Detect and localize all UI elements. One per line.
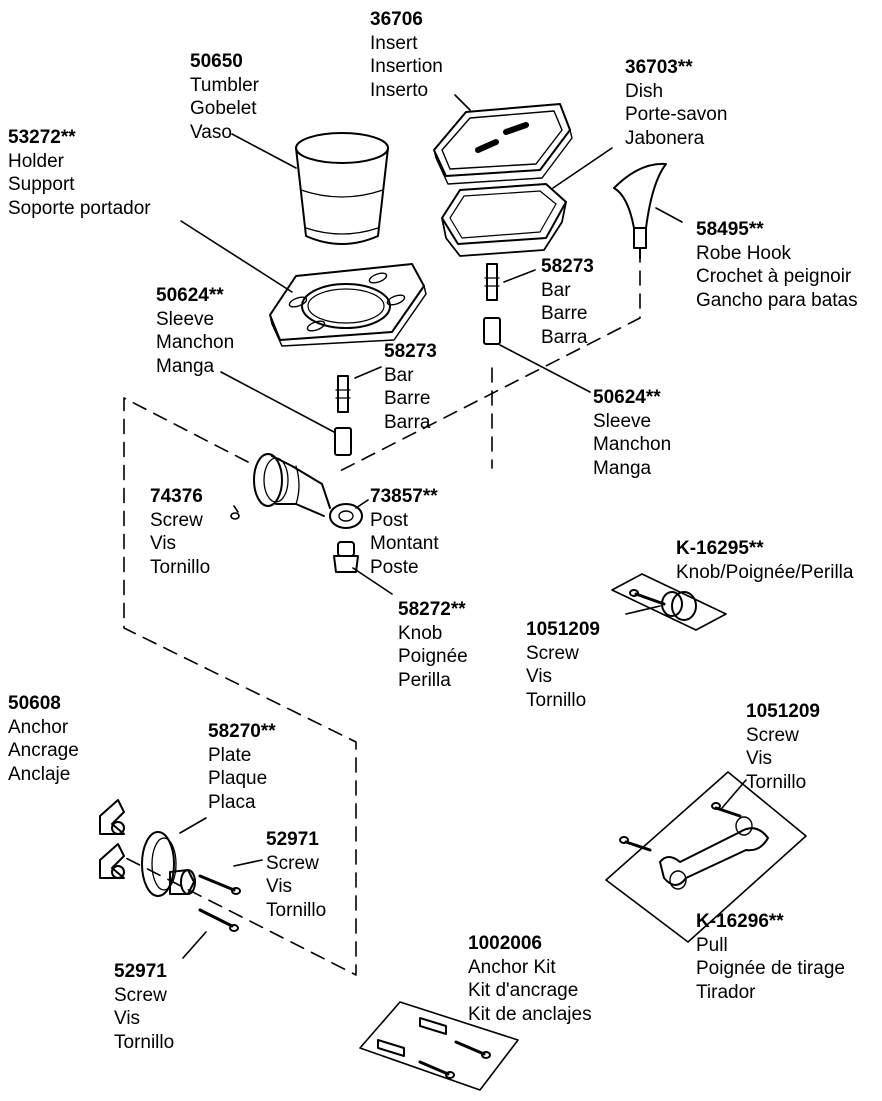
robe-hook-part: [613, 162, 667, 259]
label-holder: 53272** Holder Support Soporte portador: [8, 127, 151, 219]
label-insert: 36706 Insert Insertion Inserto: [370, 9, 443, 101]
anchor-kit-part: [359, 1001, 519, 1091]
holder-part: [269, 263, 427, 347]
label-bar-right: 58273 Bar Barre Barra: [541, 256, 594, 348]
label-tumbler: 50650 Tumbler Gobelet Vaso: [190, 51, 259, 143]
label-anchor: 50608 Anchor Ancrage Anclaje: [8, 693, 79, 785]
label-sleeve-left: 50624** Sleeve Manchon Manga: [156, 285, 235, 377]
sleeve-left-part: [334, 427, 352, 456]
label-screw-pull: 1051209 Screw Vis Tornillo: [746, 701, 820, 793]
label-sleeve-right: 50624** Sleeve Manchon Manga: [593, 387, 672, 479]
label-screw-74376: 74376 Screw Vis Tornillo: [150, 486, 211, 578]
bar-right-part: [484, 263, 500, 301]
label-pull: K-16296** Pull Poignée de tirage Tirador: [696, 911, 845, 1003]
anchor-part: [99, 799, 125, 879]
dish-part: [441, 183, 567, 257]
label-screw-knob: 1051209 Screw Vis Tornillo: [526, 619, 600, 711]
label-screw-52971-lower: 52971 Screw Vis Tornillo: [114, 961, 175, 1053]
label-screw-52971-upper: 52971 Screw Vis Tornillo: [266, 829, 327, 921]
leader-lines: [179, 94, 747, 959]
screw-74376-part: [230, 512, 240, 520]
label-anchor-kit: 1002006 Anchor Kit Kit d'ancrage Kit de …: [468, 933, 592, 1025]
insert-part: [433, 103, 573, 185]
label-robe-hook: 58495** Robe Hook Crochet à peignoir Gan…: [696, 219, 858, 311]
label-bar-left: 58273 Bar Barre Barra: [384, 341, 437, 433]
label-plate: 58270** Plate Plaque Placa: [208, 721, 276, 813]
assembly-dashed-lines: [119, 247, 641, 976]
screw-52971-upper-part: [198, 874, 241, 895]
post-part: [253, 453, 363, 529]
knob-kit-part: [611, 573, 727, 631]
label-post: 73857** Post Montant Poste: [370, 486, 439, 578]
label-knob: 58272** Knob Poignée Perilla: [398, 599, 468, 691]
screw-52971-lower-part: [198, 908, 239, 932]
pull-kit-part: [605, 771, 807, 943]
tumbler-part: [295, 132, 389, 245]
sleeve-right-part: [483, 317, 501, 345]
knob-part: [333, 541, 359, 573]
bar-left-part: [335, 375, 351, 413]
plate-part: [141, 831, 196, 897]
label-dish: 36703** Dish Porte-savon Jabonera: [625, 57, 728, 149]
label-knob-kit: K-16295** Knob/Poignée/Perilla: [676, 538, 854, 583]
